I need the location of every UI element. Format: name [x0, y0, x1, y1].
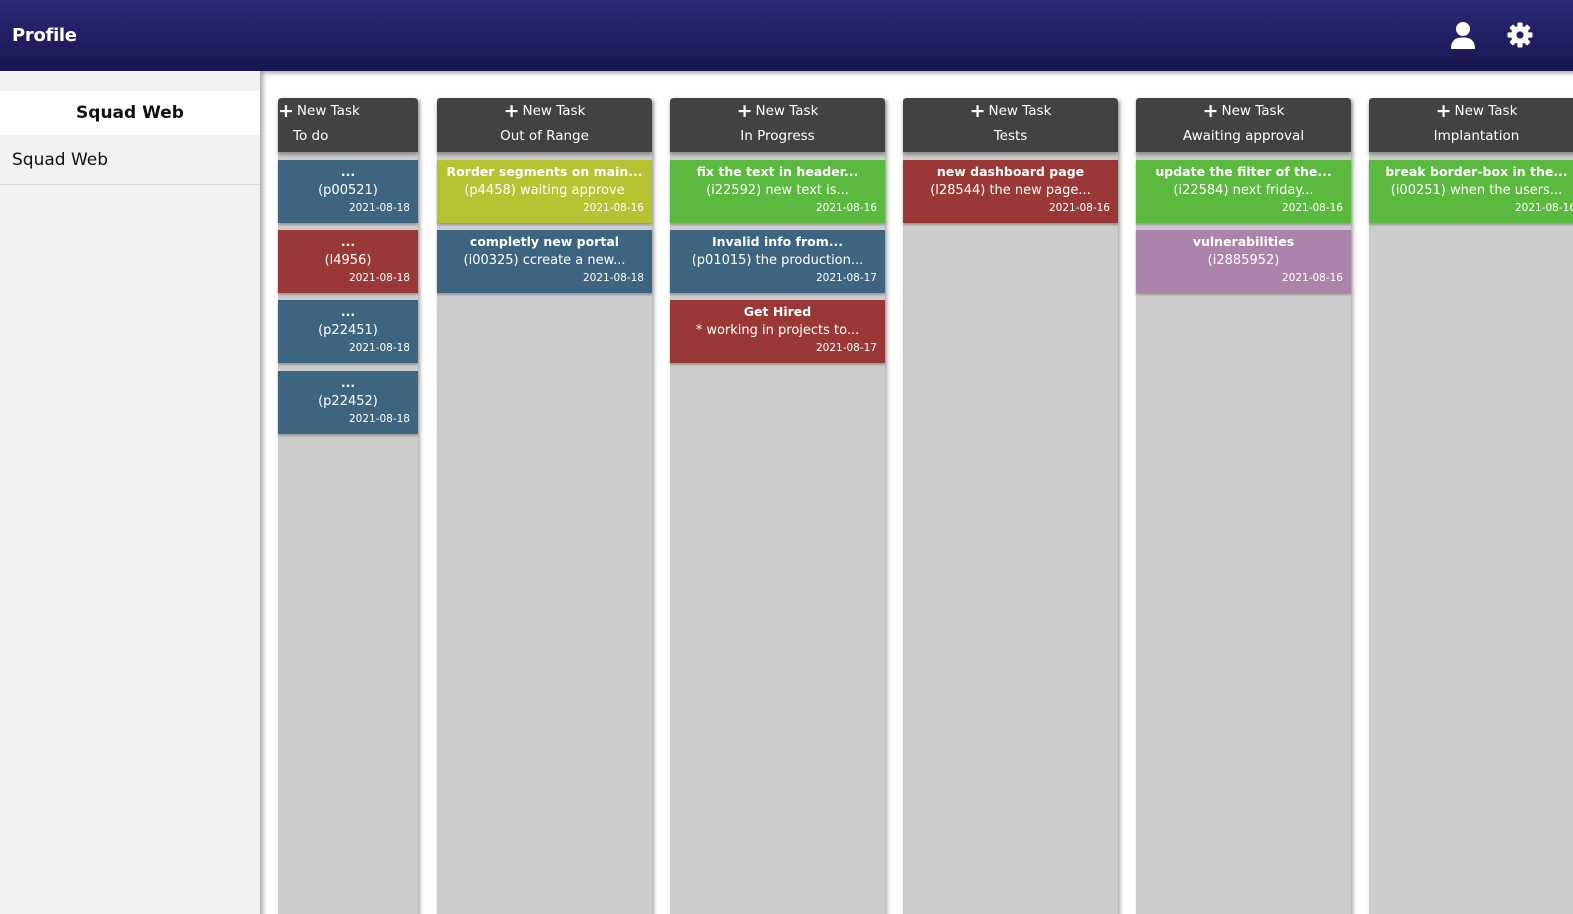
task-card-title: ...: [340, 304, 356, 319]
task-card-description: (i22592) new text is...: [706, 183, 849, 198]
sidebar-item-squad-web[interactable]: Squad Web: [0, 135, 260, 185]
new-task-button[interactable]: +New Task: [1136, 100, 1351, 122]
task-card[interactable]: update the filter of the... (i22584) next…: [1136, 160, 1351, 223]
task-card[interactable]: fix the text in header... (i22592) new te…: [670, 160, 885, 223]
task-card-date: 2021-08-18: [348, 342, 410, 354]
task-card-date: 2021-08-16: [1514, 202, 1573, 214]
new-task-label: New Task: [296, 103, 360, 119]
plus-icon: +: [503, 100, 520, 122]
task-card-title: completly new portal: [469, 234, 620, 249]
plus-icon: +: [1202, 100, 1219, 122]
task-card-description: (p4458) waiting approve: [464, 183, 625, 198]
task-card-title: vulnerabilities: [1192, 234, 1295, 249]
new-task-button[interactable]: +New Task: [1369, 100, 1573, 122]
task-card[interactable]: new dashboard page (l28544) the new page.…: [903, 160, 1118, 223]
task-card-description: (i00325) ccreate a new...: [463, 253, 626, 268]
task-card-description: (p22452): [318, 394, 378, 409]
task-card-title: ...: [340, 375, 356, 390]
task-card-date: 2021-08-16: [1048, 202, 1110, 214]
task-card-description: (p00521): [318, 183, 378, 198]
task-card-description: (p01015) the production...: [691, 253, 864, 268]
task-card-date: 2021-08-18: [348, 272, 410, 284]
column-title: Tests: [993, 128, 1028, 144]
task-card-description: (i2885952): [1207, 253, 1280, 268]
plus-icon: +: [278, 100, 294, 122]
task-card-title: fix the text in header...: [696, 164, 859, 179]
sidebar-title: Squad Web: [0, 91, 260, 135]
task-card[interactable]: ... (l4956) 2021-08-18: [278, 230, 418, 293]
task-card-title: Rorder segments on main...: [446, 164, 643, 179]
task-card-title: new dashboard page: [936, 164, 1085, 179]
task-card-date: 2021-08-18: [348, 413, 410, 425]
task-card[interactable]: ... (p22451) 2021-08-18: [278, 300, 418, 363]
column-header: +New Task To do: [278, 98, 418, 152]
task-card-date: 2021-08-18: [348, 202, 410, 214]
column-title: Implantation: [1433, 128, 1520, 144]
new-task-label: New Task: [755, 103, 819, 119]
task-card-description: (p22451): [318, 323, 378, 338]
task-card-date: 2021-08-16: [1281, 202, 1343, 214]
task-card-date: 2021-08-18: [582, 272, 644, 284]
task-card[interactable]: Get Hired * working in projects to... 2021…: [670, 300, 885, 363]
new-task-button[interactable]: +New Task: [670, 100, 885, 122]
task-card-description: * working in projects to...: [695, 323, 860, 338]
task-card-description: (i00251) when the users...: [1390, 183, 1563, 198]
task-card[interactable]: break border-box in the... (i00251) when …: [1369, 160, 1573, 223]
sidebar: Squad Web Squad Web: [0, 71, 260, 914]
task-card[interactable]: vulnerabilities (i2885952)2021-08-16: [1136, 230, 1351, 293]
task-card-title: Invalid info from...: [711, 234, 844, 249]
column-title: Out of Range: [500, 128, 589, 144]
task-card[interactable]: ... (p00521) 2021-08-18: [278, 160, 418, 223]
new-task-label: New Task: [1221, 103, 1285, 119]
new-task-label: New Task: [1454, 103, 1518, 119]
task-card-date: 2021-08-17: [815, 272, 877, 284]
plus-icon: +: [736, 100, 753, 122]
column-title: Awaiting approval: [1182, 128, 1305, 144]
new-task-label: New Task: [988, 103, 1052, 119]
task-card[interactable]: ... (p22452) 2021-08-18: [278, 371, 418, 434]
gear-icon[interactable]: [1505, 20, 1535, 50]
column-to-do: +New Task To do... (p00521) 2021-08-18... (l…: [278, 98, 418, 914]
task-card-title: Get Hired: [743, 304, 812, 319]
task-card-title: break border-box in the...: [1385, 164, 1568, 179]
task-card-description: (i22584) next friday...: [1173, 183, 1314, 198]
task-card-description: (l28544) the new page...: [930, 183, 1091, 198]
column-title: To do: [293, 128, 329, 144]
task-card[interactable]: Invalid info from... (p01015) the product…: [670, 230, 885, 293]
new-task-button[interactable]: +New Task: [278, 100, 418, 122]
plus-icon: +: [1435, 100, 1452, 122]
new-task-button[interactable]: +New Task: [437, 100, 652, 122]
new-task-button[interactable]: +New Task: [903, 100, 1118, 122]
task-card-title: ...: [340, 234, 356, 249]
task-card[interactable]: Rorder segments on main... (p4458) waitin…: [437, 160, 652, 223]
task-card[interactable]: completly new portal (i00325) ccreate a n…: [437, 230, 652, 293]
column-in-progress: +New Task In Progress fix the text in head…: [670, 98, 885, 914]
task-card-date: 2021-08-16: [1281, 272, 1343, 284]
task-card-date: 2021-08-16: [815, 202, 877, 214]
task-card-date: 2021-08-17: [815, 342, 877, 354]
top-bar: Profile: [0, 0, 1573, 71]
task-card-title: update the filter of the...: [1155, 164, 1332, 179]
profile-title[interactable]: Profile: [12, 25, 77, 46]
new-task-label: New Task: [522, 103, 586, 119]
task-card-title: ...: [340, 164, 356, 179]
task-card-description: (l4956): [324, 253, 372, 268]
plus-icon: +: [969, 100, 986, 122]
user-icon[interactable]: [1448, 20, 1478, 50]
column-title: In Progress: [740, 128, 815, 144]
column-header: +New Task In Progress: [670, 98, 885, 152]
task-card-date: 2021-08-16: [582, 202, 644, 214]
